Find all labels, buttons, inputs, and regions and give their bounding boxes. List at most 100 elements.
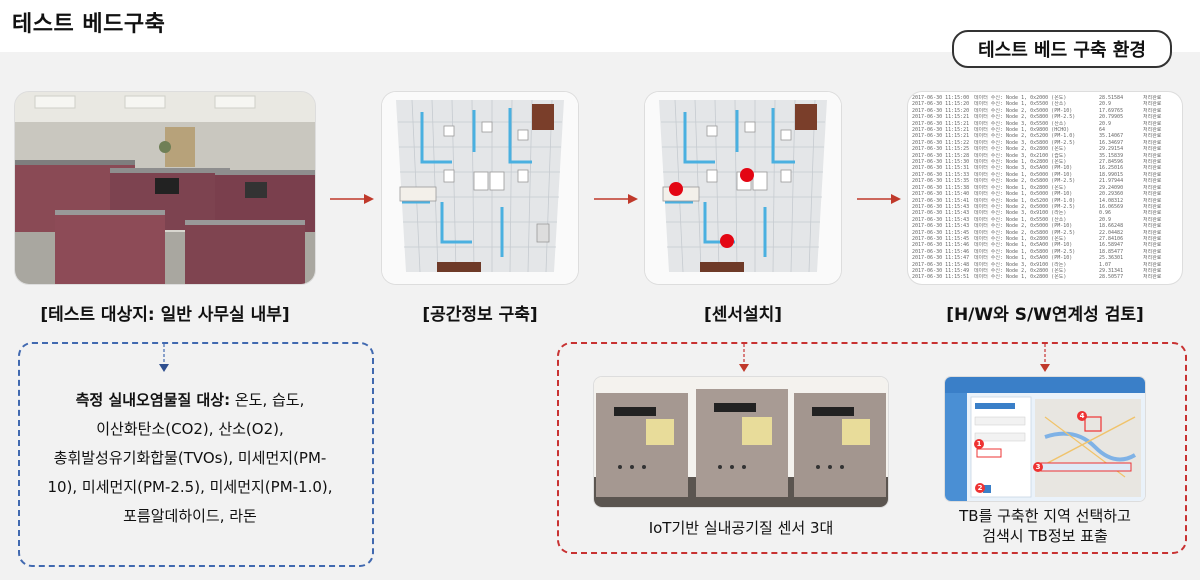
hardware-software-box <box>557 342 1187 554</box>
log-row: 2017-06-30 11:15:47 데이터 수신: Node 1, 0x5A0… <box>912 255 1178 261</box>
log-cell: 처리완료 <box>1143 178 1162 185</box>
tb-marker-1: 1 <box>974 439 984 449</box>
log-cell: 데이터 수신: Node 3, 0x9100 (라돈) <box>974 261 1067 268</box>
log-cell: 20.9 <box>1099 120 1112 127</box>
log-cell: 처리완료 <box>1143 127 1162 134</box>
log-cell: 처리완료 <box>1143 242 1162 249</box>
log-cell: 처리완료 <box>1143 184 1162 191</box>
log-cell: 2017-06-30 11:15:00 <box>912 95 970 101</box>
tb-marker-3: 3 <box>1033 462 1043 472</box>
log-cell: 2017-06-30 11:15:47 <box>912 255 970 262</box>
log-cell: 14.08312 <box>1099 197 1124 204</box>
log-cell: 데이터 수신: Node 2, 0x5000 (PM-10) <box>974 223 1073 230</box>
log-cell: 21.97944 <box>1099 178 1124 185</box>
log-cell: 25.36301 <box>1099 255 1124 262</box>
log-cell: 16.06569 <box>1099 203 1124 210</box>
log-cell: 처리완료 <box>1143 203 1162 210</box>
log-cell: 처리완료 <box>1143 95 1162 101</box>
log-cell: 처리완료 <box>1143 133 1162 140</box>
log-cell: 16.34697 <box>1099 139 1124 146</box>
log-cell: 데이터 수신: Node 2, 0x5800 (PM-2.5) <box>974 229 1076 236</box>
iot-sensors-photo <box>594 377 888 507</box>
measurement-line-5: 포름알데하이드, 라돈 <box>123 507 257 525</box>
measurement-label: 측정 실내오염물질 대상: <box>75 391 231 409</box>
log-cell: 35.14067 <box>1099 133 1124 140</box>
log-cell: 데이터 수신: Node 1, 0x5500 (산소) <box>974 216 1067 223</box>
log-cell: 16.58947 <box>1099 242 1124 249</box>
arrow-right-icon <box>330 194 374 204</box>
log-row: 2017-06-30 11:15:43 데이터 수신: Node 3, 0x910… <box>912 210 1178 216</box>
log-cell: 2017-06-30 11:15:40 <box>912 191 970 198</box>
log-cell: 2017-06-30 11:15:38 <box>912 184 970 191</box>
log-cell: 처리완료 <box>1143 165 1162 172</box>
log-cell: 29.31341 <box>1099 267 1124 274</box>
log-cell: 28.51584 <box>1099 95 1124 101</box>
log-cell: 18.85477 <box>1099 248 1124 255</box>
log-cell: 2017-06-30 11:15:21 <box>912 120 970 127</box>
log-cell: 처리완료 <box>1143 248 1162 255</box>
log-cell: 0.96 <box>1099 210 1112 217</box>
log-cell: 데이터 수신: Node 2, 0x5200 (PM-1.0) <box>974 133 1076 140</box>
log-cell: 2017-06-30 11:15:46 <box>912 248 970 255</box>
log-cell: 2017-06-30 11:15:22 <box>912 139 970 146</box>
step-caption-spatial: [공간정보 구축] <box>422 305 538 325</box>
log-cell: 처리완료 <box>1143 261 1162 268</box>
arrow-down-icon <box>739 344 749 372</box>
log-cell: 처리완료 <box>1143 139 1162 146</box>
log-cell: 데이터 수신: Node 1, 0x5A00 (PM-10) <box>974 255 1073 262</box>
log-cell: 데이터 수신: Node 1, 0x2800 (온도) <box>974 159 1067 166</box>
log-cell: 18.66248 <box>1099 223 1124 230</box>
tb-app-caption-line-1: TB를 구축한 지역 선택하고 <box>959 507 1131 525</box>
log-cell: 데이터 수신: Node 3, 0x5A00 (PM-10) <box>974 165 1073 172</box>
sensor-marker-1 <box>669 182 683 196</box>
log-cell: 데이터 수신: Node 2, 0x5000 (PM-2.5) <box>974 203 1076 210</box>
log-cell: 데이터 수신: Node 2, 0x2800 (온도) <box>974 267 1067 274</box>
log-cell: 16.25016 <box>1099 165 1124 172</box>
sensor-marker-2 <box>740 168 754 182</box>
step-caption-office: [테스트 대상지: 일반 사무실 내부] <box>40 305 290 325</box>
log-cell: 데이터 수신: Node 1, 0x5A00 (PM-10) <box>974 242 1073 249</box>
arrow-right-icon <box>857 194 901 204</box>
log-row: 2017-06-30 11:15:28 데이터 수신: Node 3, 0x210… <box>912 153 1178 159</box>
log-cell: 데이터 수신: Node 3, 0x2100 (습도) <box>974 152 1067 159</box>
log-cell: 데이터 수신: Node 1, 0x5800 (PM-2.5) <box>974 248 1076 255</box>
log-cell: 2017-06-30 11:15:43 <box>912 210 970 217</box>
office-photo <box>15 92 315 284</box>
log-cell: 29.29154 <box>1099 146 1124 153</box>
log-cell: 처리완료 <box>1143 197 1162 204</box>
log-cell: 2017-06-30 11:15:33 <box>912 171 970 178</box>
log-cell: 1.07 <box>1099 261 1112 268</box>
log-cell: 데이터 수신: Node 1, 0x5200 (PM-1.0) <box>974 197 1076 204</box>
log-cell: 20.9 <box>1099 216 1112 223</box>
log-cell: 데이터 수신: Node 2, 0x2800 (온도) <box>974 146 1067 153</box>
log-cell: 데이터 수신: Node 1, 0x9800 (HCHO) <box>974 127 1070 134</box>
log-cell: 데이터 수신: Node 3, 0x9100 (라돈) <box>974 210 1067 217</box>
iot-sensors-caption: IoT기반 실내공기질 센서 3대 <box>648 519 834 537</box>
log-cell: 18.99015 <box>1099 171 1124 178</box>
log-cell: 처리완료 <box>1143 255 1162 262</box>
tb-app-caption: TB를 구축한 지역 선택하고 검색시 TB정보 표출 <box>925 506 1165 546</box>
log-cell: 2017-06-30 11:15:28 <box>912 152 970 159</box>
log-cell: 데이터 수신: Node 2, 0x5800 (PM-2.5) <box>974 178 1076 185</box>
log-cell: 27.84596 <box>1099 159 1124 166</box>
log-cell: 데이터 수신: Node 1, 0x5500 (산소) <box>974 101 1067 108</box>
log-cell: 20.29360 <box>1099 191 1124 198</box>
log-cell: 64 <box>1099 127 1106 134</box>
log-cell: 처리완료 <box>1143 235 1162 242</box>
log-cell: 처리완료 <box>1143 210 1162 217</box>
log-cell: 데이터 수신: Node 1, 0x5000 (PM-10) <box>974 191 1073 198</box>
log-row: 2017-06-30 11:15:46 데이터 수신: Node 1, 0x580… <box>912 249 1178 255</box>
